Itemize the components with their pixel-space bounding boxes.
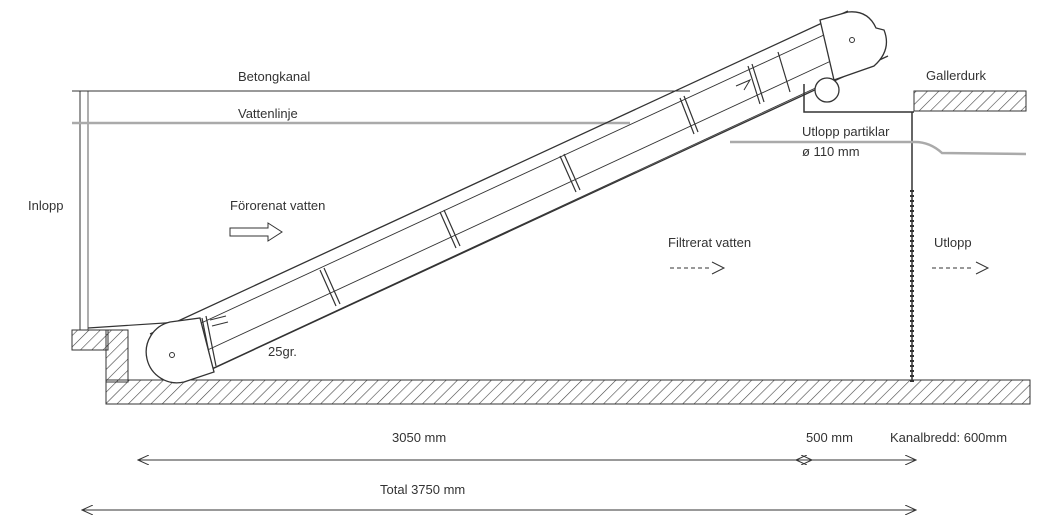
outlet-label: Utlopp <box>934 235 972 250</box>
total-length-label: Total 3750 mm <box>380 482 465 497</box>
inlet-slope-plate <box>87 321 181 329</box>
flow-arrow-filtered <box>670 261 726 275</box>
inclined-screen-conveyor <box>145 10 889 384</box>
grating-slab <box>913 90 1027 112</box>
filtered-water-label: Filtrerat vatten <box>668 235 751 250</box>
particle-outlet-diameter-label: ø 110 mm <box>802 144 860 159</box>
water-line-outlet <box>730 140 1027 156</box>
screen-length-label: 3050 mm <box>392 430 446 445</box>
channel-floor <box>105 379 1031 405</box>
contaminated-water-label: Förorenat vatten <box>230 198 325 213</box>
water-line-label: Vattenlinje <box>238 106 298 121</box>
particle-outlet-label: Utlopp partiklar <box>802 124 890 139</box>
inlet-wall <box>105 329 129 383</box>
outlet-length-label: 500 mm <box>806 430 853 445</box>
inlet-label: Inlopp <box>28 198 63 213</box>
angle-label: 25gr. <box>268 344 297 359</box>
channel-width-label: Kanalbredd: 600mm <box>890 430 1007 445</box>
inlet-ledge <box>71 329 109 351</box>
flow-arrow-outlet <box>932 261 990 275</box>
particle-outlet-bracket <box>803 84 914 113</box>
grating-label: Gallerdurk <box>926 68 986 83</box>
concrete-channel-label: Betongkanal <box>238 69 310 84</box>
flow-arrow-contaminated <box>229 222 283 242</box>
